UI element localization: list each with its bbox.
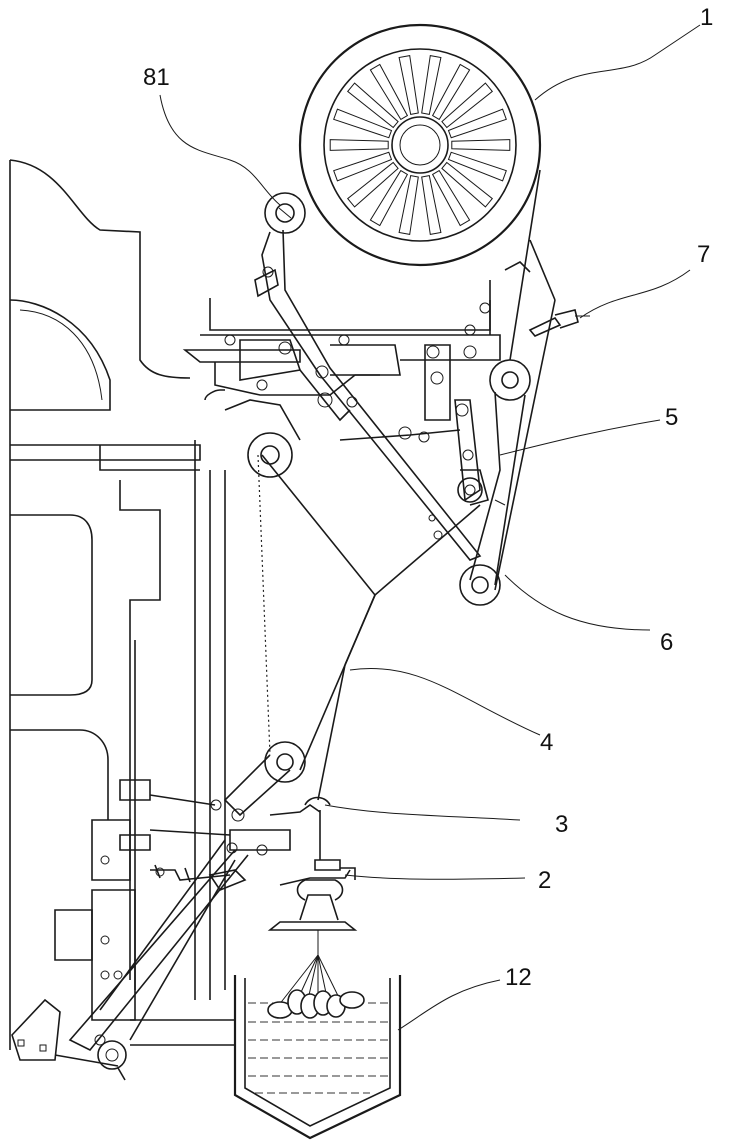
label-6: 6 (660, 629, 673, 656)
wheel-spoke (334, 109, 392, 138)
idler-roller (248, 433, 292, 477)
label-81: 81 (143, 64, 170, 91)
upper-bracket (185, 262, 530, 420)
wheel-spoke (330, 140, 388, 151)
wheel-spoke (449, 109, 507, 138)
reeling-guide-2 (270, 810, 355, 955)
lever-foot (12, 1000, 118, 1066)
basin-12 (235, 975, 400, 1138)
wheel-spoke (348, 163, 398, 207)
guide-roller-81 (265, 193, 305, 233)
leader-lines (160, 25, 700, 1030)
reference-labels: 1 81 7 5 6 4 3 2 12 (143, 4, 713, 991)
wheel-spoke (442, 83, 492, 127)
label-5: 5 (665, 404, 678, 431)
wheel-spoke (348, 83, 398, 127)
label-1: 1 (700, 4, 713, 31)
wheel-spoke (452, 140, 510, 151)
tension-mechanism-5 (340, 360, 530, 605)
wheel-spoke (442, 163, 492, 207)
label-12: 12 (505, 964, 532, 991)
silk-path-lines (225, 170, 555, 800)
wheel-spoke (449, 152, 507, 181)
wheel-spoke (334, 152, 392, 181)
bracket-7 (530, 310, 590, 336)
label-4: 4 (540, 729, 553, 756)
large-reel-wheel (300, 25, 540, 265)
label-3: 3 (555, 811, 568, 838)
label-7: 7 (697, 241, 710, 268)
label-2: 2 (538, 867, 551, 894)
